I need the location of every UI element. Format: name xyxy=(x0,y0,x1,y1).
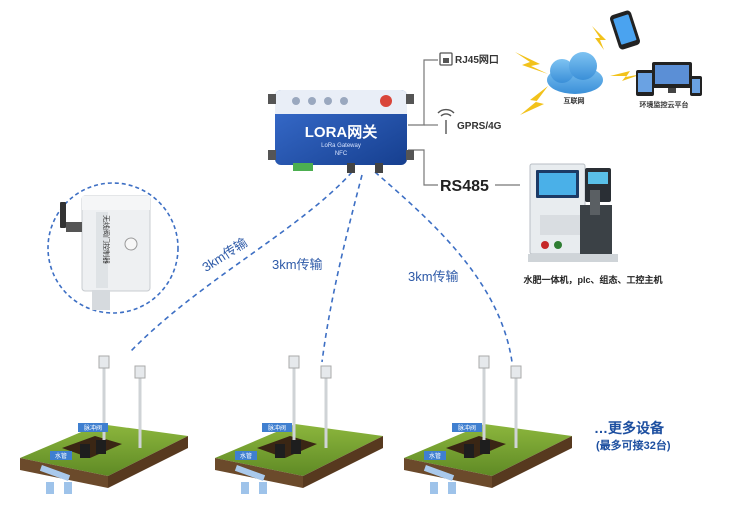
fertigation-controller: 水肥一体机，plc、组态、工控主机 xyxy=(523,163,663,285)
gprs-module: GPRS/4G xyxy=(437,108,502,134)
water-pipe-label: 水管 xyxy=(240,452,252,460)
lightning-icon xyxy=(515,52,548,74)
antenna-icon xyxy=(437,108,455,134)
pulse-valve-label: 脉冲阀 xyxy=(268,424,286,432)
rs485-label: RS485 xyxy=(440,178,489,195)
link-line-3 xyxy=(374,171,513,363)
smartphone-icon xyxy=(610,10,640,50)
gateway-title: LORA网关 xyxy=(305,123,378,141)
more-devices-title: …更多设备 xyxy=(594,420,665,436)
monitor-icon xyxy=(636,62,702,96)
more-devices-subtitle: (最多可接32台) xyxy=(596,438,671,452)
cloud-platform: 环境监控云平台 xyxy=(636,62,702,109)
link-label-3: 3km传输 xyxy=(408,269,459,284)
link-line-1 xyxy=(129,171,353,353)
link-label-2: 3km传输 xyxy=(272,257,323,272)
link-label-1: 3km传输 xyxy=(199,235,250,275)
rj45-port: RJ45网口 xyxy=(439,52,499,66)
field-unit-3: 脉冲阀 水管 xyxy=(404,355,572,494)
lightning-icon xyxy=(610,71,642,81)
lora-gateway: LORA网关 LoRa Gateway NFC xyxy=(268,90,414,173)
gprs-label: GPRS/4G xyxy=(457,121,502,132)
field-unit-1: 脉冲阀 水管 xyxy=(20,355,188,494)
gateway-nfc: NFC xyxy=(335,151,348,157)
gateway-connectors xyxy=(408,59,520,186)
pulse-valve-label: 脉冲阀 xyxy=(84,424,102,432)
rj45-label: RJ45网口 xyxy=(455,54,499,66)
water-pipe-label: 水管 xyxy=(429,452,441,460)
gateway-subtitle: LoRa Gateway xyxy=(321,143,361,149)
valve-device-inset: 无线阀门控制器 xyxy=(47,182,179,314)
internet-label: 互联网 xyxy=(564,96,585,105)
cloud-icon xyxy=(547,52,603,94)
pulse-valve-label: 脉冲阀 xyxy=(458,424,476,432)
lightning-icons xyxy=(515,26,642,115)
water-pipe-label: 水管 xyxy=(55,452,67,460)
radio-links xyxy=(129,171,513,363)
lightning-icon xyxy=(592,26,606,50)
controller-caption: 水肥一体机，plc、组态、工控主机 xyxy=(523,274,662,285)
lightning-icon xyxy=(520,86,548,115)
field-unit-2: 脉冲阀 水管 xyxy=(215,355,383,494)
valve-device-label: 无线阀门控制器 xyxy=(102,215,111,264)
internet-cloud: 互联网 xyxy=(547,52,603,105)
link-line-2 xyxy=(321,174,363,363)
platform-label: 环境监控云平台 xyxy=(640,100,689,109)
ethernet-icon xyxy=(439,52,453,66)
